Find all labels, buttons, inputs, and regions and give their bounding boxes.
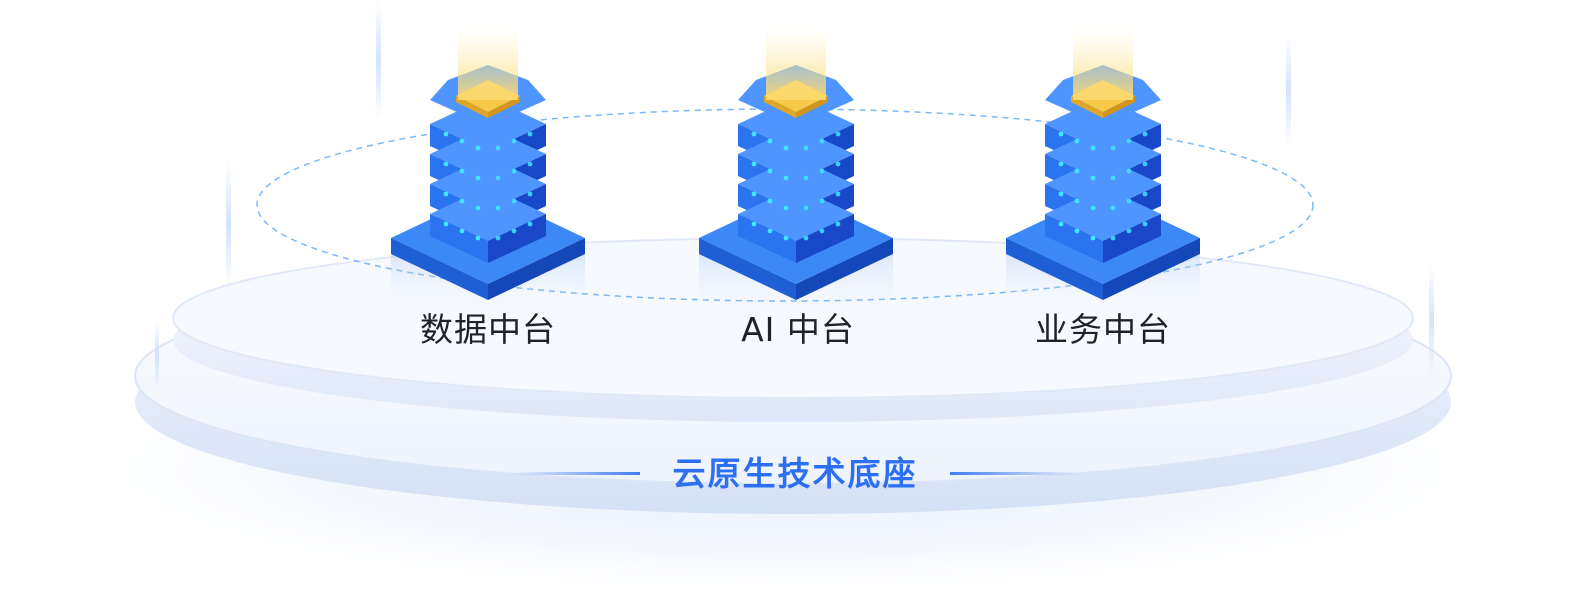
light-bar xyxy=(1286,35,1291,145)
light-bar xyxy=(376,0,381,120)
tower-label-business: 业务中台 xyxy=(1035,310,1171,349)
base-label: 云原生技术底座 xyxy=(672,454,918,493)
accent-line-left xyxy=(510,472,640,475)
light-bar xyxy=(226,160,231,290)
light-bar xyxy=(1429,265,1434,375)
server-tower-icon xyxy=(1006,25,1200,310)
tower-label-ai: AI 中台 xyxy=(741,310,855,349)
tower-label-data: 数据中台 xyxy=(420,310,556,349)
light-bar xyxy=(155,320,159,390)
server-tower-icon xyxy=(391,25,585,310)
server-tower-icon xyxy=(699,25,893,310)
accent-line-right xyxy=(950,472,1080,475)
